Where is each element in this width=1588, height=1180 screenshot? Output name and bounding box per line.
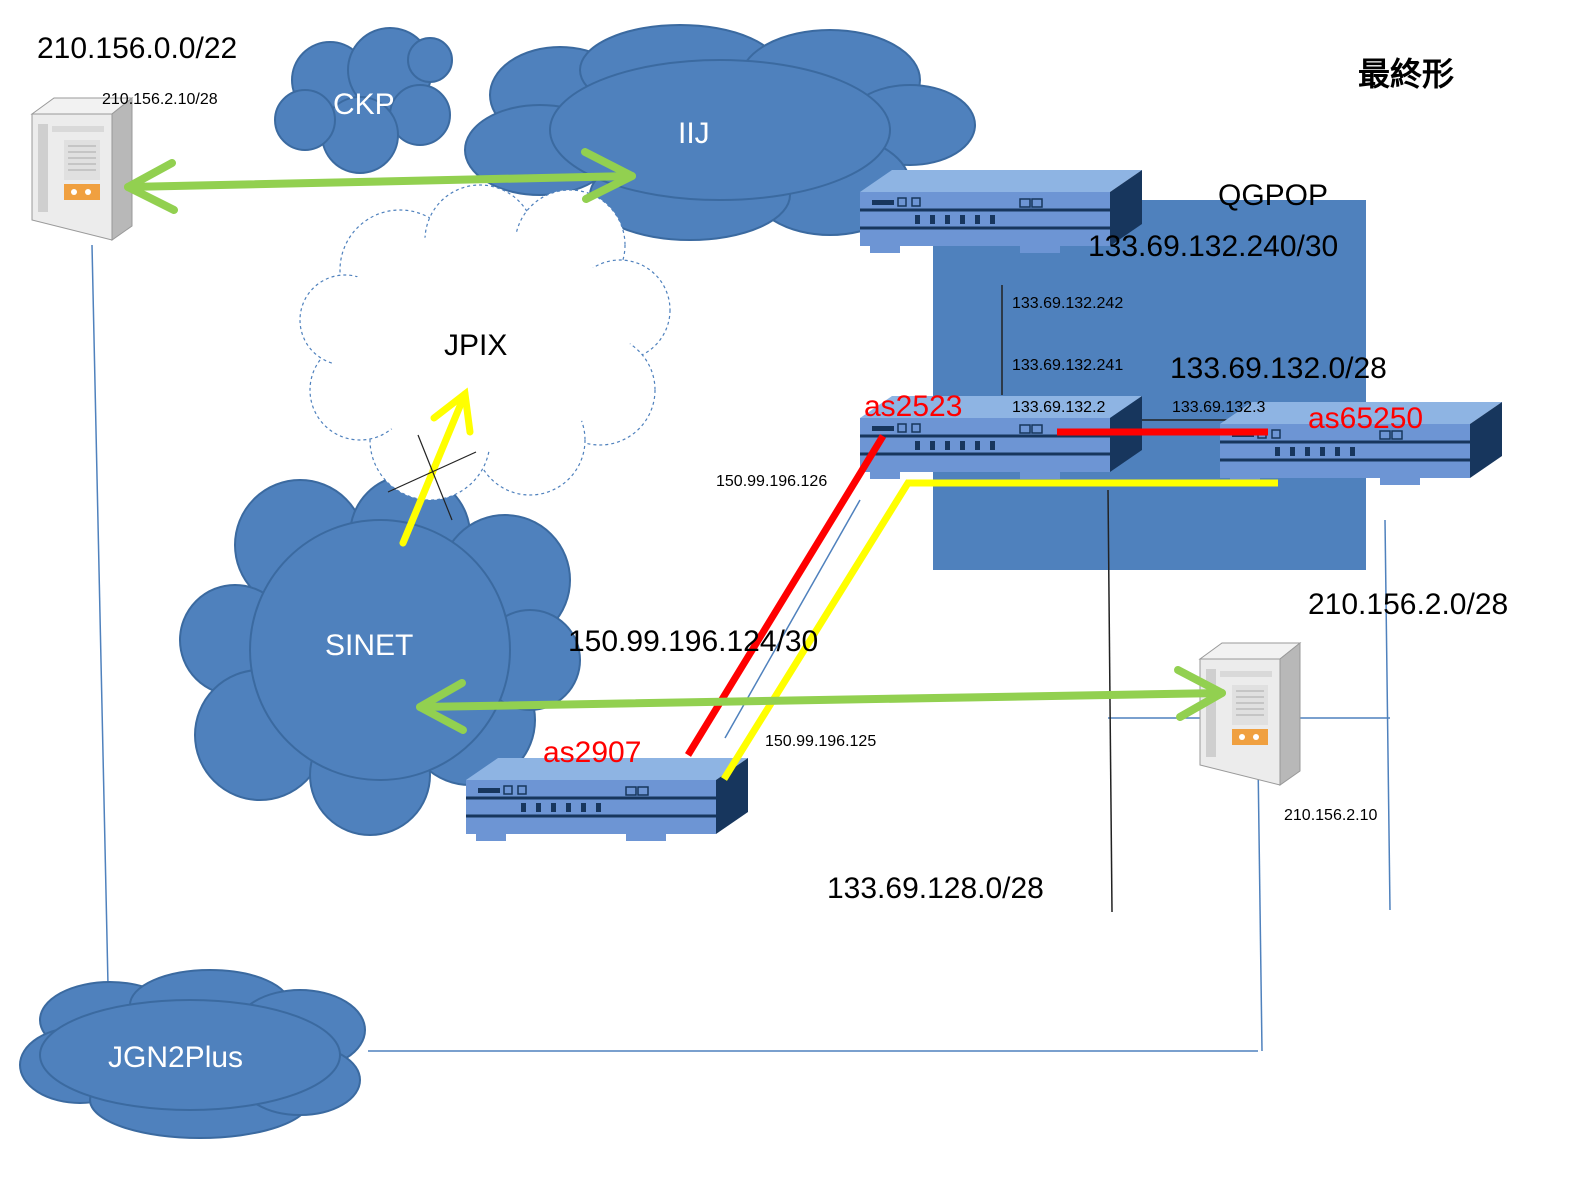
cloud-iij xyxy=(464,24,976,241)
cloud-jgn xyxy=(19,969,366,1139)
yellow-link xyxy=(721,479,1278,781)
cloud-label-jgn: JGN2Plus xyxy=(108,1041,243,1074)
labels: 最終形 CKP IIJ JPIX SINET JGN2Plus QGPOP as… xyxy=(37,32,1508,1074)
cloud-label-ckp: CKP xyxy=(333,88,395,121)
address-label: 133.69.132.241 xyxy=(1012,357,1123,374)
as-label-2523: as2523 xyxy=(864,390,962,423)
server-icon-right xyxy=(1199,642,1301,786)
address-label: 133.69.132.3 xyxy=(1172,399,1266,416)
address-label: 133.69.132.242 xyxy=(1012,295,1123,312)
network-label: 133.69.128.0/28 xyxy=(827,872,1044,905)
diagram-title: 最終形 xyxy=(1358,56,1454,92)
network-label: 210.156.2.0/28 xyxy=(1308,588,1508,621)
cloud-icon xyxy=(19,24,976,1139)
network-label: 133.69.132.240/30 xyxy=(1088,230,1338,263)
cloud-ckp xyxy=(274,27,453,174)
qgpop-region xyxy=(933,200,1366,570)
address-label: 210.156.2.10 xyxy=(1284,807,1378,824)
yellow-arrow-jpix xyxy=(399,387,474,547)
router-icon-as2907 xyxy=(464,756,750,843)
blocked-cross xyxy=(387,434,477,521)
cloud-label-iij: IIJ xyxy=(678,117,710,150)
cloud-label-sinet: SINET xyxy=(325,629,413,662)
network-label: 210.156.0.0/22 xyxy=(37,32,237,65)
region-label-qgpop: QGPOP xyxy=(1218,179,1328,212)
network-label: 133.69.132.0/28 xyxy=(1170,352,1387,385)
as-label-2907: as2907 xyxy=(543,736,641,769)
cloud-label-jpix: JPIX xyxy=(444,329,507,362)
address-label: 150.99.196.125 xyxy=(765,733,876,750)
green-arrows xyxy=(124,148,1226,734)
address-label: 150.99.196.126 xyxy=(716,473,827,490)
address-label: 133.69.132.2 xyxy=(1012,399,1106,416)
address-label: 210.156.2.10/28 xyxy=(102,91,218,108)
as-label-65250: as65250 xyxy=(1308,402,1423,435)
network-label: 150.99.196.124/30 xyxy=(568,625,818,658)
cloud-sinet xyxy=(179,474,581,836)
server-icon-left xyxy=(31,97,133,241)
